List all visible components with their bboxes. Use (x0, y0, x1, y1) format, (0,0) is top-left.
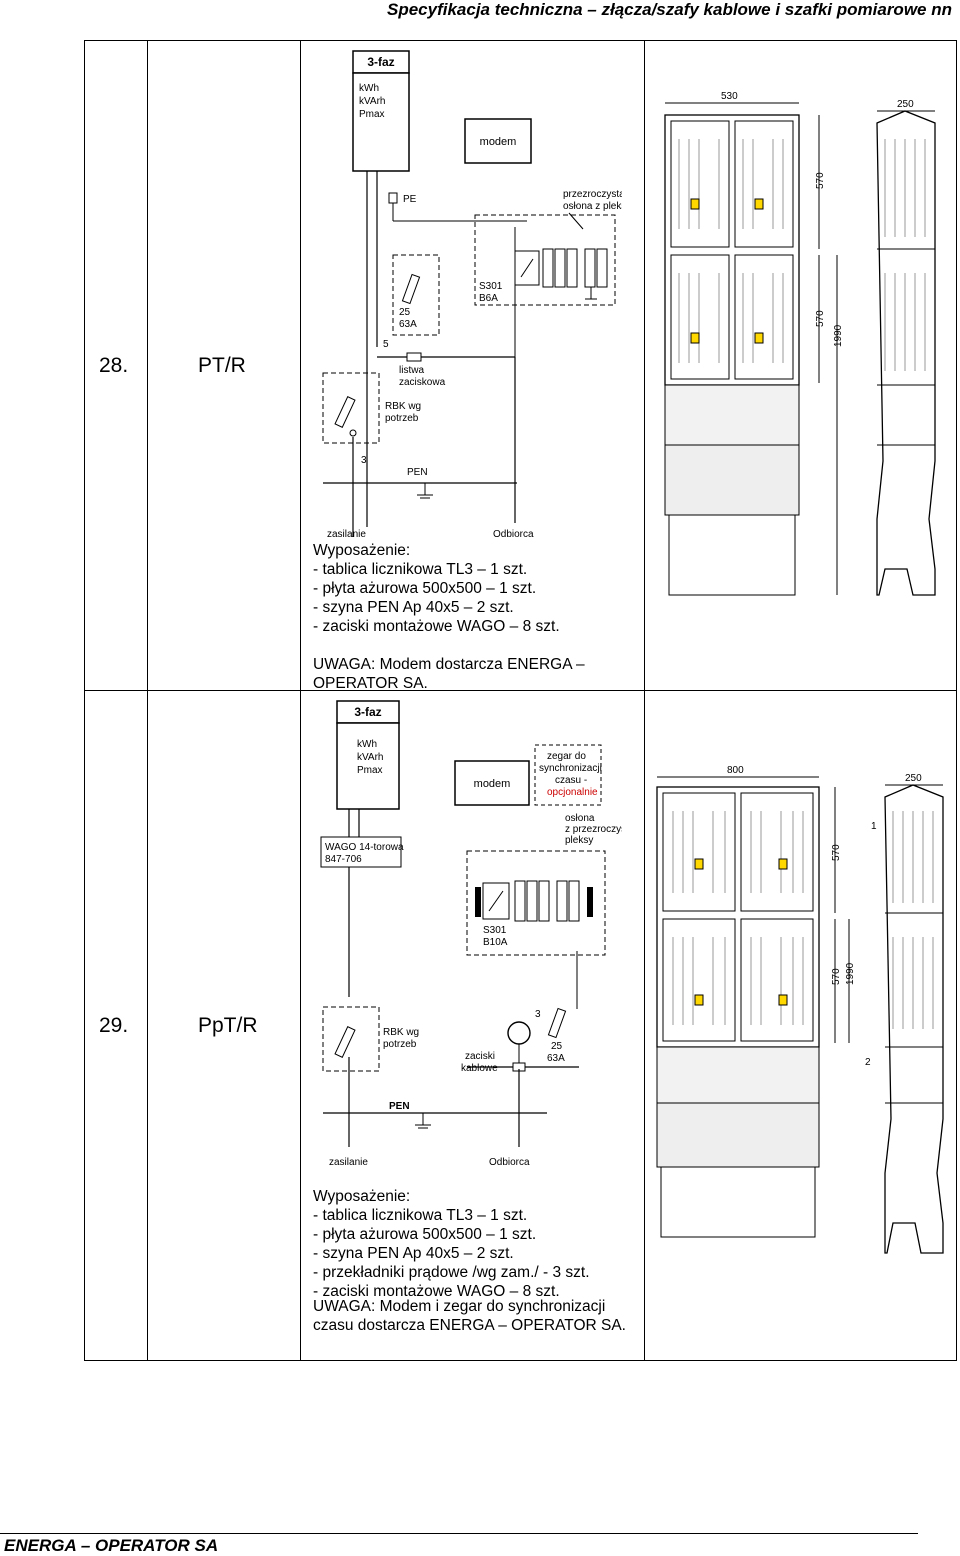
meter-line: Pmax (359, 109, 385, 120)
terminal-label: zaciskowa (399, 377, 446, 388)
equipment-item: - szyna PEN Ap 40x5 – 2 szt. (313, 599, 514, 616)
drawing-cell: 800 250 (644, 690, 957, 1361)
fuse-label: 63A (547, 1053, 565, 1064)
meter-label: 3-faz (367, 55, 394, 69)
modem-label: modem (474, 778, 511, 790)
clock-label: synchronizacji (539, 763, 602, 774)
spec-table: 28. PT/R 3-faz kWh kVArh Pmax modem PE (84, 40, 957, 1361)
count-label: 3 (361, 455, 367, 466)
meter-line: kVArh (359, 96, 386, 107)
breaker-label: B10A (483, 937, 508, 948)
count-label: 3 (535, 1009, 541, 1020)
equipment-item: - tablica licznikowa TL3 – 1 szt. (313, 1207, 528, 1224)
count-label: 5 (383, 339, 389, 350)
supply-label: zasilanie (327, 529, 366, 539)
clock-label: czasu - (555, 775, 587, 786)
fuse-label: 63A (399, 319, 417, 330)
dimension-label: 800 (727, 765, 744, 776)
equipment-item: - zaciski montażowe WAGO – 8 szt. (313, 1283, 560, 1300)
equipment-item: - szyna PEN Ap 40x5 – 2 szt. (313, 1245, 514, 1262)
item-name: PT/R (198, 354, 246, 377)
document-header: Specyfikacja techniczna – złącza/szafy k… (386, 0, 952, 19)
name-cell: PT/R (147, 40, 301, 691)
clock-label: opcjonalnie (547, 787, 598, 798)
dimension-label: 570 (831, 844, 842, 861)
equipment-list: Wyposażenie: - tablica licznikowa TL3 – … (313, 1187, 590, 1301)
table-row: 29. PpT/R 3-faz kWh kVArh Pmax modem zeg… (84, 690, 957, 1361)
rbk-label: potrzeb (385, 413, 419, 424)
clock-label: zegar do (547, 751, 586, 762)
terminals-label: kablowe (461, 1063, 498, 1074)
pe-label: PE (403, 194, 417, 205)
table-row: 28. PT/R 3-faz kWh kVArh Pmax modem PE (84, 40, 957, 692)
meter-label: 3-faz (354, 705, 381, 719)
pen-label: PEN (407, 467, 428, 478)
dimension-label: 250 (897, 99, 914, 110)
number-cell: 29. (84, 690, 148, 1361)
fuse-label: 25 (399, 307, 411, 318)
equipment-list: Wyposażenie: - tablica licznikowa TL3 – … (313, 541, 560, 636)
equipment-item: - płyta ażurowa 500x500 – 1 szt. (313, 1226, 537, 1243)
cover-label: osłona z pleksy (563, 201, 622, 212)
cover-label: z przezroczystej (565, 824, 622, 835)
item-number: 28. (99, 354, 129, 377)
dimension-label: 1990 (833, 324, 844, 347)
item-name: PpT/R (198, 1014, 258, 1037)
wiring-schematic: 3-faz kWh kVArh Pmax modem PE przezroczy… (322, 50, 622, 539)
wago-label: WAGO 14-torowa (325, 842, 404, 853)
rbk-label: potrzeb (383, 1039, 417, 1050)
receiver-label: Odbiorca (489, 1157, 530, 1167)
note-text: UWAGA: Modem i zegar do synchronizacji c… (313, 1298, 626, 1334)
note-text: UWAGA: Modem dostarcza ENERGA – OPERATOR… (313, 656, 585, 692)
dimension-label: 530 (721, 91, 738, 102)
breaker-label: S301 (479, 281, 503, 292)
terminals-label: zaciski (465, 1051, 495, 1062)
equipment-item: - płyta ażurowa 500x500 – 1 szt. (313, 580, 537, 597)
cabinet-drawing: 800 250 (656, 765, 944, 1254)
rbk-label: RBK wg (383, 1027, 419, 1038)
terminal-label: listwa (399, 365, 424, 376)
name-cell: PpT/R (147, 690, 301, 1361)
cabinet-drawing: 530 250 (664, 91, 936, 596)
breaker-label: S301 (483, 925, 507, 936)
equipment-item: - przekładniki prądowe /wg zam./ - 3 szt… (313, 1264, 590, 1281)
number-cell: 28. (84, 40, 148, 691)
modem-label: modem (480, 136, 517, 148)
drawing-cell: 530 250 (644, 40, 957, 691)
pen-label: PEN (389, 1101, 410, 1112)
description-cell: 3-faz kWh kVArh Pmax modem PE przezroczy… (300, 40, 645, 692)
equipment-title: Wyposażenie: (313, 1188, 411, 1205)
equipment-item: - tablica licznikowa TL3 – 1 szt. (313, 561, 528, 578)
rbk-label: RBK wg (385, 401, 421, 412)
footer-divider (0, 1533, 918, 1534)
meter-line: Pmax (357, 765, 383, 776)
mark-label: 1 (871, 821, 877, 832)
fuse-label: 25 (551, 1041, 563, 1052)
equipment-item: - zaciski montażowe WAGO – 8 szt. (313, 618, 560, 635)
footer-company: ENERGA – OPERATOR SA (4, 1536, 219, 1555)
description-cell: 3-faz kWh kVArh Pmax modem zegar do sync… (300, 690, 645, 1361)
equipment-title: Wyposażenie: (313, 542, 411, 559)
dimension-label: 570 (831, 968, 842, 985)
supply-label: zasilanie (329, 1157, 368, 1167)
cover-label: przezroczysta (563, 189, 622, 200)
meter-line: kWh (357, 739, 377, 750)
dimension-label: 570 (815, 310, 826, 327)
mark-label: 2 (865, 1057, 871, 1068)
wago-label: 847-706 (325, 854, 362, 865)
dimension-label: 250 (905, 773, 922, 784)
meter-line: kWh (359, 83, 379, 94)
dimension-label: 570 (815, 172, 826, 189)
cover-label: osłona (565, 813, 595, 824)
meter-line: kVArh (357, 752, 384, 763)
breaker-label: B6A (479, 293, 498, 304)
cover-label: pleksy (565, 835, 593, 846)
receiver-label: Odbiorca (493, 529, 534, 539)
wiring-schematic: 3-faz kWh kVArh Pmax modem zegar do sync… (320, 700, 622, 1167)
dimension-label: 1990 (845, 962, 856, 985)
item-number: 29. (99, 1014, 129, 1037)
